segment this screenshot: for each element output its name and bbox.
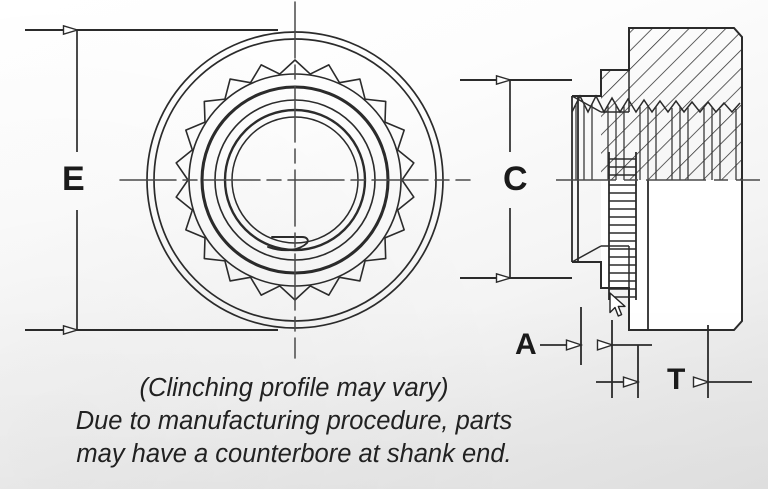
dimension-E [25, 30, 278, 330]
dimension-A [540, 307, 652, 398]
note-line-1: (Clinching profile may vary) [139, 374, 449, 402]
dimension-label-C: C [503, 160, 528, 198]
internal-thread-walls [608, 152, 637, 300]
thread-lead-in-detail [267, 236, 309, 252]
dimension-C [460, 80, 572, 278]
front-view [119, 1, 471, 359]
shank-outline [571, 96, 579, 262]
serration-tooth-lines-upper [575, 102, 737, 180]
section-view [556, 27, 760, 331]
dimension-label-E: E [62, 160, 85, 198]
head-profile-lower [572, 180, 743, 331]
note-line-3: may have a counterbore at shank end. [76, 440, 512, 468]
head-profile-upper [572, 27, 743, 180]
mouse-pointer-icon [609, 292, 626, 317]
section-hatch-upper [601, 28, 742, 180]
dimension-T [596, 325, 752, 398]
drawing-notes: (Clinching profile may vary) Due to manu… [0, 372, 588, 471]
note-line-2: Due to manufacturing procedure, parts [75, 407, 513, 435]
dimension-label-T: T [667, 363, 686, 396]
front-view-centerlines [119, 1, 471, 359]
dimension-label-A: A [515, 328, 537, 361]
internal-thread-profile [609, 158, 636, 298]
